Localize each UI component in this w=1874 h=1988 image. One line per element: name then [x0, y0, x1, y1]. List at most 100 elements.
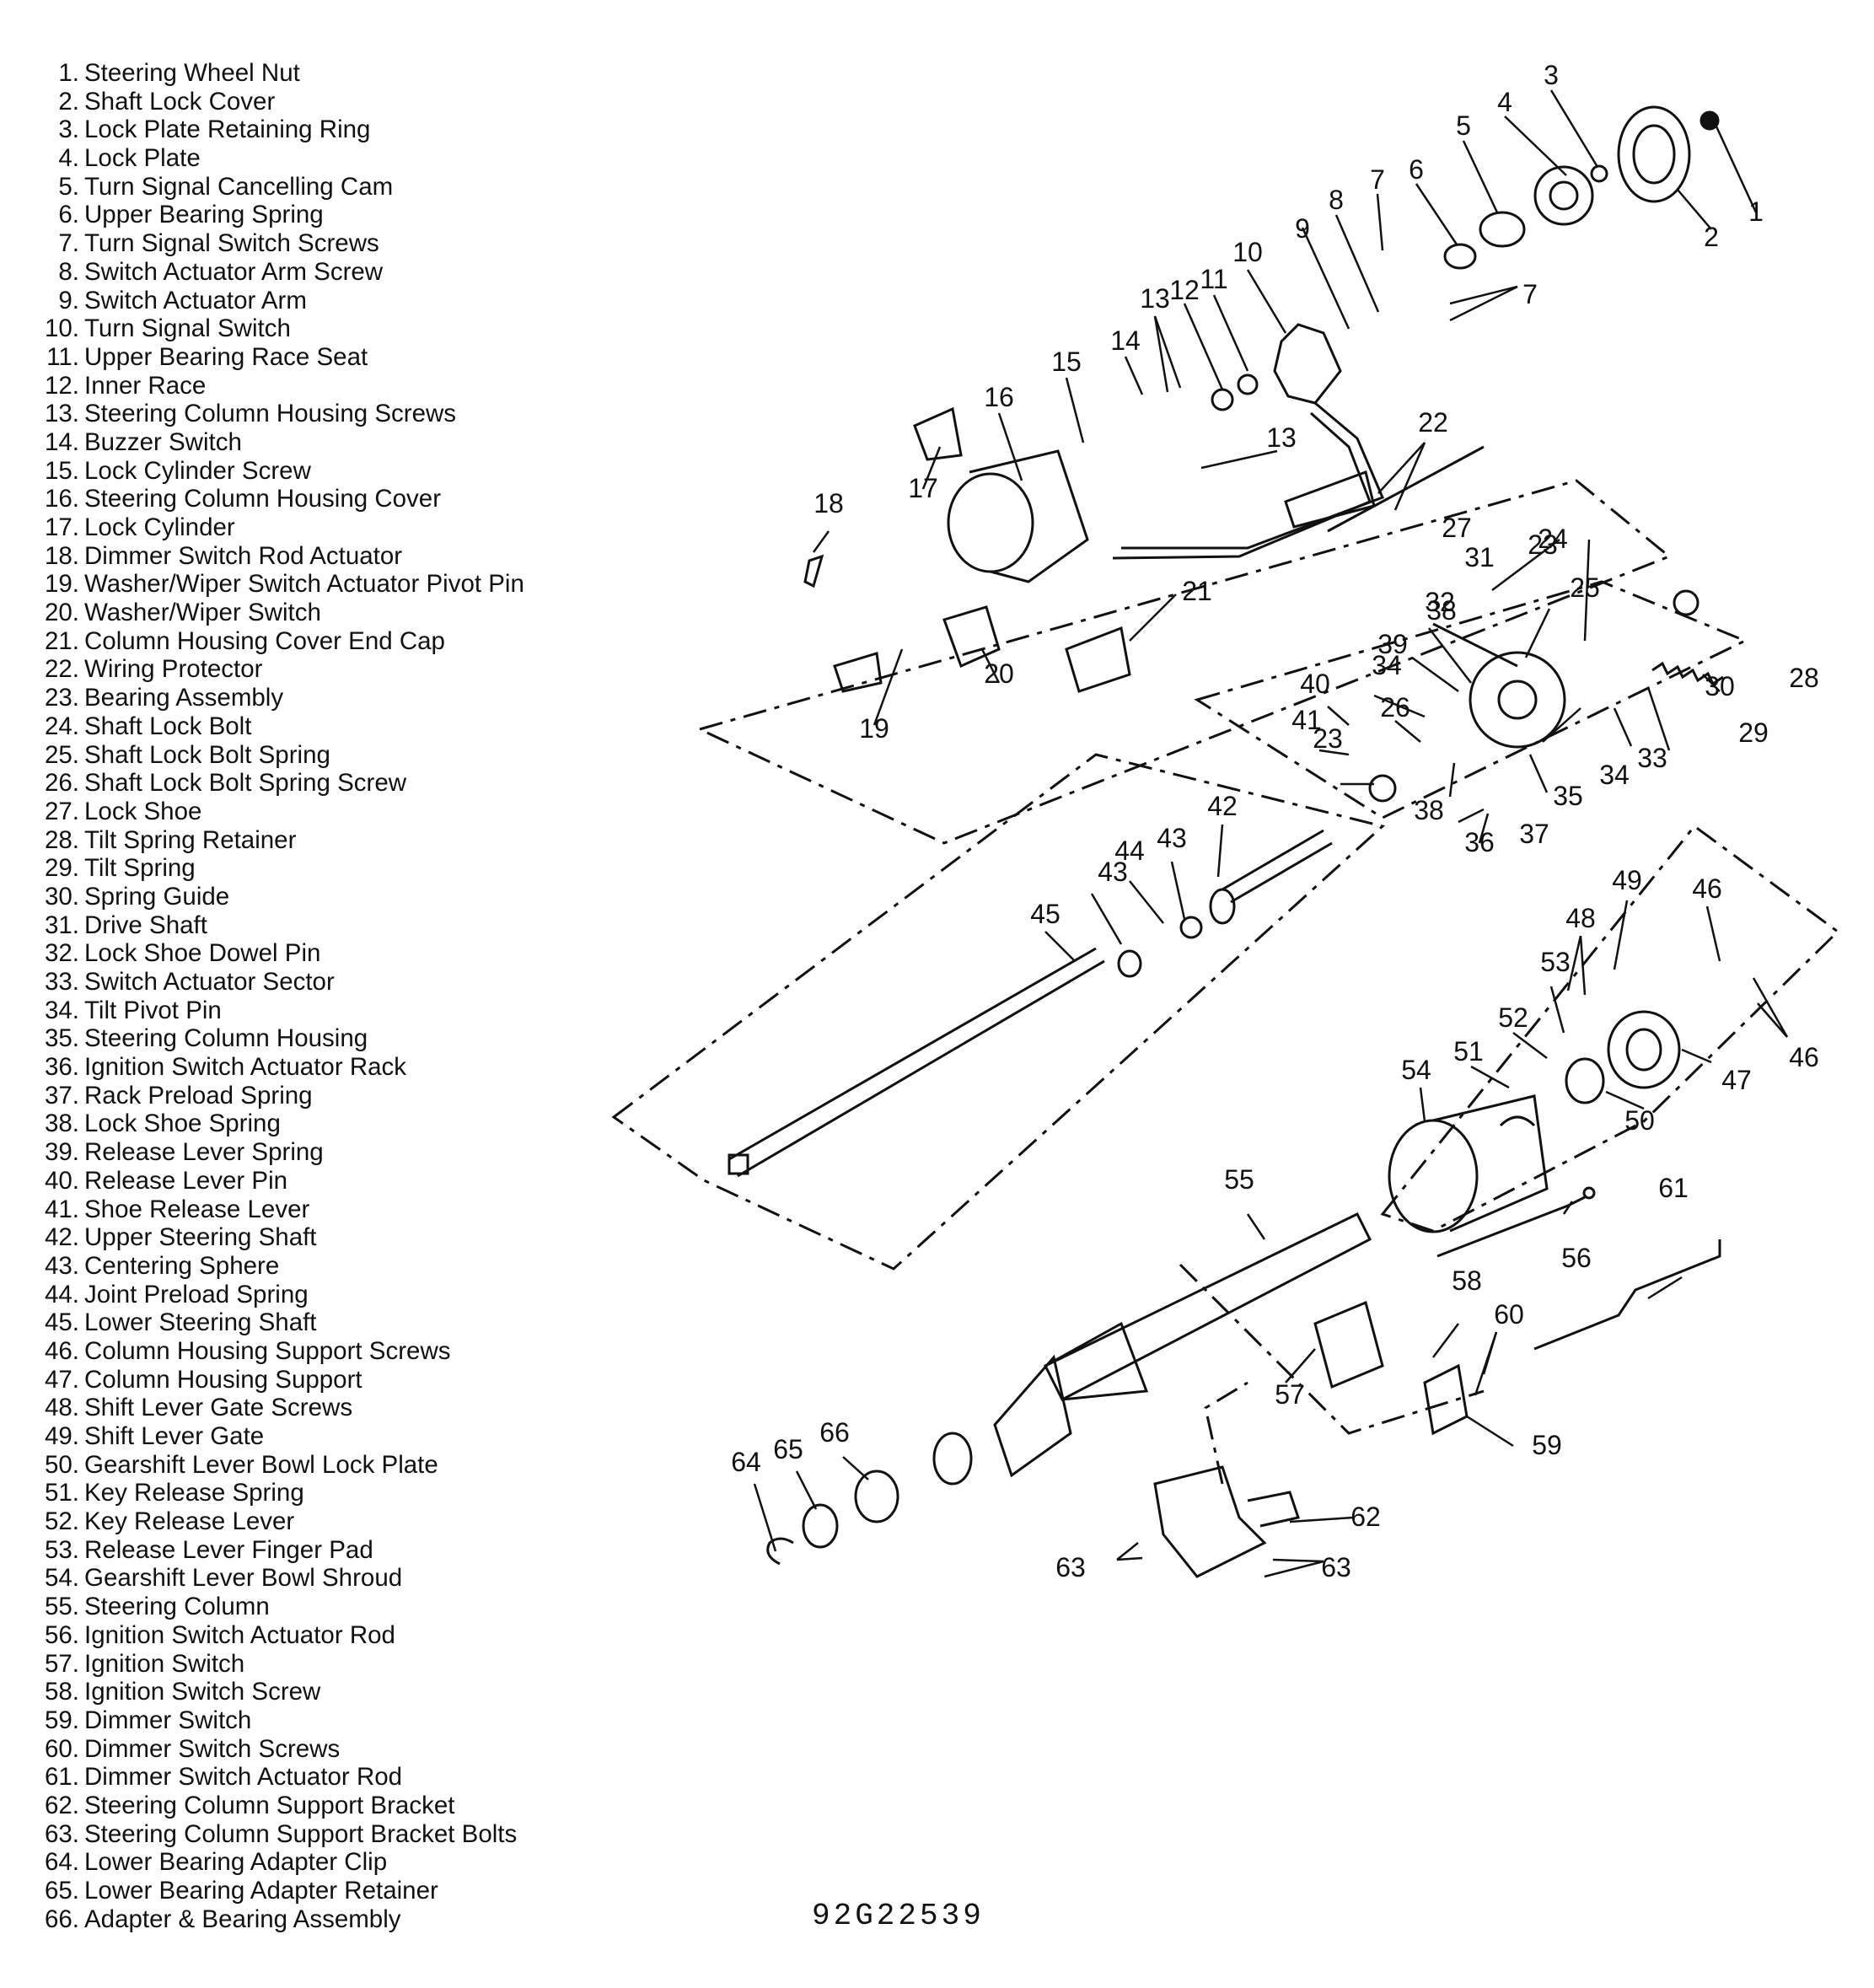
legend-item-number: 48. [44, 1394, 79, 1422]
legend-item-name: Drive Shaft [84, 911, 207, 939]
callout-number: 53 [1540, 947, 1571, 977]
callout-number: 23 [1313, 723, 1343, 754]
legend-item-number: 58. [44, 1678, 79, 1706]
legend-item-number: 59. [44, 1706, 79, 1734]
legend-item-number: 9. [58, 286, 79, 314]
legend-item-name: Shift Lever Gate Screws [84, 1394, 353, 1422]
legend-item-number: 34. [44, 996, 79, 1024]
legend-item-name: Gearshift Lever Bowl Shroud [84, 1564, 403, 1593]
legend-item-number: 23. [44, 684, 79, 712]
lower-steering-shaft [728, 947, 1105, 1178]
legend-item-number: 55. [44, 1593, 79, 1621]
legend-item-number: 7. [58, 229, 79, 258]
callout-number: 38 [1426, 595, 1457, 626]
drive-shaft [1432, 622, 1518, 668]
legend-item-name: Release Lever Finger Pad [84, 1535, 373, 1564]
callout-number: 13 [1140, 283, 1170, 314]
legend-item-name: Lock Cylinder [84, 513, 235, 541]
legend-item: 37.Rack Preload Spring [25, 1082, 632, 1110]
callout-number: 55 [1224, 1164, 1254, 1195]
callout-number: 46 [1692, 873, 1722, 904]
legend-item: 34.Tilt Pivot Pin [25, 997, 632, 1025]
callout-number: 52 [1498, 1002, 1528, 1033]
legend-item-name: Column Housing Support Screws [84, 1336, 451, 1365]
legend-item-name: Steering Column Support Bracket Bolts [84, 1819, 518, 1848]
legend-item: 46.Column Housing Support Screws [25, 1337, 632, 1366]
legend-item-name: Column Housing Cover End Cap [84, 626, 445, 655]
legend-item: 26.Shaft Lock Bolt Spring Screw [25, 769, 632, 798]
callout-number: 16 [984, 382, 1014, 412]
group-outline-steering-shaft [611, 753, 1386, 1271]
legend-item: 40.Release Lever Pin [25, 1167, 632, 1195]
gearshift-lever-bowl-shroud [1388, 1119, 1479, 1233]
legend-item-number: 16. [44, 485, 79, 513]
legend-item: 5.Turn Signal Cancelling Cam [25, 173, 632, 201]
legend-item: 63.Steering Column Support Bracket Bolts [25, 1820, 632, 1849]
legend-item-name: Dimmer Switch Screws [84, 1734, 341, 1763]
callout-number: 58 [1452, 1265, 1482, 1296]
legend-item-number: 28. [44, 825, 79, 854]
legend-item-number: 62. [44, 1791, 79, 1819]
group-outline-ignition [1179, 1263, 1485, 1435]
legend-item-name: Dimmer Switch Actuator Rod [84, 1763, 403, 1792]
legend-item-number: 1. [58, 59, 79, 87]
legend-item-name: Turn Signal Cancelling Cam [84, 172, 394, 201]
callout-number: 50 [1624, 1105, 1655, 1136]
legend-item: 53.Release Lever Finger Pad [25, 1536, 632, 1565]
legend-item-name: Steering Column Support Bracket [84, 1791, 455, 1819]
callout-number: 38 [1414, 795, 1444, 825]
legend-item-number: 49. [44, 1422, 79, 1450]
key-release-spring [1499, 1115, 1536, 1127]
legend-item: 65.Lower Bearing Adapter Retainer [25, 1877, 632, 1905]
legend-item-name: Upper Steering Shaft [84, 1223, 317, 1252]
legend-item-name: Dimmer Switch [84, 1706, 252, 1734]
legend-item: 21.Column Housing Cover End Cap [25, 627, 632, 656]
legend-item: 18.Dimmer Switch Rod Actuator [25, 542, 632, 571]
dashed-group-outlines [611, 479, 1840, 1485]
legend-item-name: Lock Plate Retaining Ring [84, 116, 371, 144]
legend-item: 9.Switch Actuator Arm [25, 287, 632, 315]
legend-item: 20.Washer/Wiper Switch [25, 599, 632, 627]
callout-number: 60 [1494, 1299, 1524, 1330]
legend-item: 14.Buzzer Switch [25, 428, 632, 457]
callout-number: 21 [1182, 576, 1212, 606]
legend-item-number: 32. [44, 939, 79, 968]
legend-item-name: Ignition Switch Screw [84, 1678, 321, 1706]
lower-bearing-adapter-clip [766, 1537, 794, 1566]
upper-bearing-spring [1443, 243, 1477, 270]
legend-item-name: Steering Column Housing Cover [84, 485, 442, 513]
legend-item: 28.Tilt Spring Retainer [25, 826, 632, 855]
legend-item: 57.Ignition Switch [25, 1650, 632, 1679]
legend-item-name: Lock Plate [84, 144, 201, 173]
legend-item-number: 17. [44, 513, 79, 541]
callout-number: 15 [1051, 347, 1082, 377]
bowl-lock-plate [1565, 1057, 1605, 1104]
callout-number: 34 [1599, 760, 1630, 790]
legend-item-name: Dimmer Switch Rod Actuator [84, 541, 403, 570]
legend-item-number: 30. [44, 882, 79, 911]
leader-lines [753, 89, 1789, 1578]
legend-item: 2.Shaft Lock Cover [25, 88, 632, 116]
legend-item-name: Shaft Lock Cover [84, 87, 276, 116]
callout-number: 66 [819, 1417, 850, 1448]
legend-item: 39.Release Lever Spring [25, 1138, 632, 1167]
shaft-lock-cover [1617, 105, 1691, 203]
legend-item-name: Steering Wheel Nut [84, 59, 300, 87]
legend-item-number: 13. [44, 400, 79, 428]
legend-item-number: 42. [44, 1223, 79, 1252]
legend-item-name: Wiring Protector [84, 655, 263, 684]
legend-item-number: 31. [44, 911, 79, 939]
legend-item-number: 22. [44, 655, 79, 684]
group-outline-bowl-shroud [1380, 824, 1840, 1233]
legend-item-number: 65. [44, 1877, 79, 1905]
legend-item: 35.Steering Column Housing [25, 1024, 632, 1053]
legend-item: 15.Lock Cylinder Screw [25, 457, 632, 486]
legend-item-name: Switch Actuator Arm [84, 286, 307, 314]
callout-number: 48 [1565, 903, 1596, 933]
legend-item-number: 18. [44, 541, 79, 570]
legend-item: 44.Joint Preload Spring [25, 1281, 632, 1309]
parts-drawing [728, 105, 1724, 1578]
column-housing-cover-end-cap [1065, 626, 1131, 693]
